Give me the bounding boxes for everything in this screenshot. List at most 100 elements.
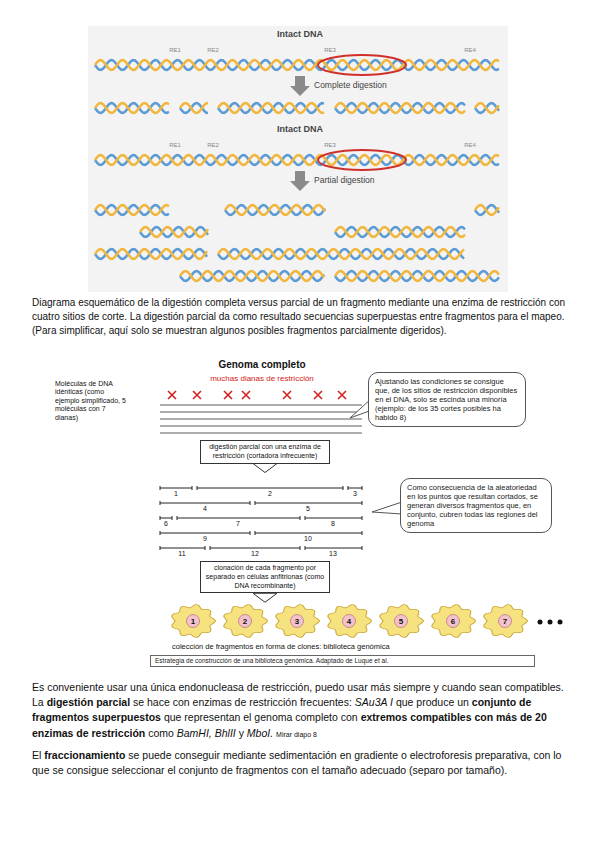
cell-body [276, 605, 320, 638]
insert-dna [499, 615, 512, 628]
site-label: RE3 [324, 142, 336, 149]
callout-number: 1 [191, 617, 195, 626]
side-note: Moléculas de DNA idénticas (como ejemplo… [55, 380, 127, 422]
text-run: Mirar diapo 8 [276, 731, 317, 738]
site-label: RE1 [169, 47, 181, 54]
dna-strand [95, 155, 499, 165]
block-arrow [290, 76, 310, 96]
restriction-site-marks [168, 391, 346, 399]
dna-strand [225, 205, 325, 215]
fragment-line [255, 531, 362, 535]
cell-body [432, 605, 476, 638]
cut-mark [168, 391, 176, 399]
highlight-ellipse [318, 150, 406, 170]
node-text: Estrategia de construcción de una biblio… [155, 657, 530, 665]
fragment-line [348, 486, 362, 490]
text-run: El [32, 749, 41, 761]
text-run: que representan el genoma completo con [164, 711, 358, 723]
dna-strand [140, 227, 208, 237]
dna-strand [225, 205, 325, 215]
callout-number: 3 [295, 617, 299, 626]
dna-strand [475, 103, 499, 113]
insert-dna [343, 615, 356, 628]
host-cell: 2 [222, 603, 268, 639]
fragment-line [160, 486, 192, 490]
paragraph: Elfraccionamientose puede conseguir medi… [32, 748, 569, 778]
highlight-ellipse [318, 55, 406, 75]
callout-bubble: Como consecuencia de la aleatoriedad en … [400, 478, 552, 533]
cell-body [484, 605, 528, 638]
callout-number: 5 [399, 617, 403, 626]
dna-strand [180, 103, 208, 113]
fragment-number: 5 [306, 505, 310, 513]
host-cell: 7 [482, 603, 528, 639]
site-label: RE2 [207, 142, 219, 149]
fragment-number: 11 [178, 550, 185, 558]
text-run: que produce un [396, 696, 469, 708]
dna-strand [475, 103, 499, 113]
fragment-number: 12 [251, 550, 259, 558]
fragment-line [177, 516, 300, 520]
dna-strand [335, 227, 465, 237]
dna-strand [95, 60, 499, 70]
dna-strand [475, 205, 499, 215]
fragment-line [160, 516, 172, 520]
cut-mark [314, 391, 322, 399]
dna-line [160, 433, 362, 434]
block-arrow [290, 171, 310, 191]
step-arrow [253, 464, 277, 473]
cut-mark [338, 391, 346, 399]
dna-strand [180, 271, 324, 281]
dna-strand [335, 271, 499, 281]
host-cell: 6 [430, 603, 476, 639]
callout-number: 4 [347, 617, 351, 626]
dna-line [160, 426, 362, 427]
step-arrow [253, 593, 277, 602]
fragment-number: 9 [203, 535, 207, 543]
cut-mark [224, 391, 232, 399]
node-text: Ajustando las condiciones se consigue qu… [375, 377, 519, 422]
callout-bubble: Ajustando las condiciones se consigue qu… [368, 372, 526, 427]
fragment-number: 6 [164, 520, 168, 528]
dna-strand [95, 103, 169, 113]
fragment-line [210, 546, 300, 550]
figure-caption: Diagrama esquemático de la digestión com… [32, 296, 569, 338]
cut-mark [193, 391, 201, 399]
dna-strand [335, 227, 465, 237]
step-box: digestión parcial con una enzima de rest… [200, 440, 330, 464]
insert-dna [395, 615, 408, 628]
callout-number: 7 [503, 617, 507, 626]
text-run: fraccionamiento [44, 749, 125, 761]
node-text: digestión parcial con una enzima de rest… [205, 443, 325, 461]
fragment-line [305, 516, 362, 520]
fragment-number: 3 [353, 490, 357, 498]
node-text: Como consecuencia de la aleatoriedad en … [407, 483, 545, 528]
text-run: MboI. [247, 727, 273, 739]
note-label: muchas dianas de restricción [210, 374, 314, 384]
dna-strand [335, 103, 465, 113]
paragraph: Es conveniente usar una única endonuclea… [32, 680, 569, 741]
step-box: clonación de cada fragmento por separado… [200, 561, 330, 593]
insert-dna [187, 615, 200, 628]
fragment-number: 7 [236, 520, 240, 528]
text-run: BamHI, BhlII [177, 727, 236, 739]
dna-strand [218, 103, 324, 113]
cell-body [328, 605, 372, 638]
dna-line [160, 419, 362, 420]
dna-strand [95, 249, 207, 259]
fragment-number: 13 [329, 550, 337, 558]
figure-ground [88, 26, 508, 292]
figure-heading: Genoma completo [218, 359, 305, 371]
fragment-number: 10 [304, 535, 312, 543]
host-cell: 4 [326, 603, 372, 639]
fragments [160, 486, 362, 550]
site-label: RE1 [169, 142, 181, 149]
figure-heading: Intact DNA [277, 124, 323, 135]
text-run: digestión parcial [47, 696, 130, 708]
dna-line [160, 412, 362, 413]
dna-strand [95, 205, 169, 215]
text-run: como [148, 727, 174, 739]
insert-dna [239, 615, 252, 628]
fragment-number: 8 [331, 520, 335, 528]
site-label: RE4 [464, 142, 476, 149]
